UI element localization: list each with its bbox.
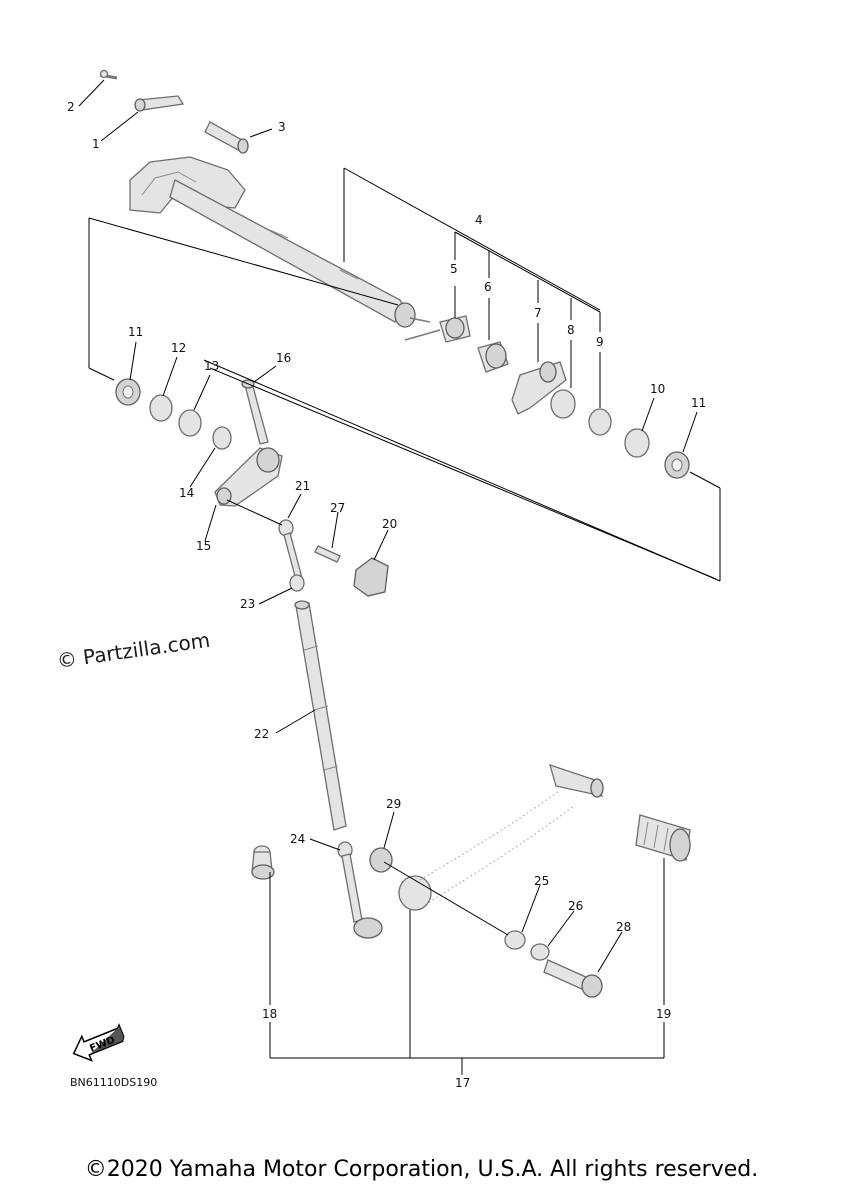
part-nut-29: [369, 847, 393, 873]
part-stud-18: [251, 845, 275, 880]
callout-11-right[interactable]: 11: [691, 396, 706, 410]
callout-6[interactable]: 6: [484, 280, 492, 294]
callout-11-left[interactable]: 11: [128, 325, 143, 339]
callout-27[interactable]: 27: [330, 501, 345, 515]
part-nut-23: [289, 574, 305, 592]
callout-29[interactable]: 29: [386, 797, 401, 811]
callout-22[interactable]: 22: [254, 727, 269, 741]
part-shift-pedal: [398, 763, 604, 911]
callout-8[interactable]: 8: [567, 323, 575, 337]
part-bushing: [477, 341, 509, 373]
callout-7[interactable]: 7: [534, 306, 542, 320]
part-pin: [99, 69, 118, 80]
callout-4[interactable]: 4: [475, 213, 483, 227]
part-joint-24: [337, 841, 383, 939]
part-washer-12: [149, 394, 173, 422]
callout-10[interactable]: 10: [650, 382, 665, 396]
part-ring-14: [212, 426, 232, 450]
part-pin-27: [314, 545, 341, 563]
callout-13[interactable]: 13: [204, 359, 219, 373]
watermark-text: © Partzilla.com: [55, 628, 211, 673]
callout-3[interactable]: 3: [278, 120, 286, 134]
part-bolt-28: [543, 959, 603, 998]
callout-15[interactable]: 15: [196, 539, 211, 553]
diagram-code: BN61110DS190: [70, 1076, 157, 1089]
part-washer-8: [550, 389, 576, 419]
part-rubber-19: [635, 814, 691, 862]
callout-9[interactable]: 9: [596, 335, 604, 349]
part-bolt-16: [241, 379, 269, 445]
part-clip: [134, 95, 185, 112]
callout-25[interactable]: 25: [534, 874, 549, 888]
callout-19[interactable]: 19: [656, 1007, 671, 1021]
fwd-arrow-icon: FWD: [72, 1023, 125, 1062]
callout-23[interactable]: 23: [240, 597, 255, 611]
part-shift-lever: [439, 315, 471, 343]
callout-12[interactable]: 12: [171, 341, 186, 355]
part-nut-right: [664, 451, 690, 479]
callout-24[interactable]: 24: [290, 832, 305, 846]
callout-26[interactable]: 26: [568, 899, 583, 913]
part-joint-21: [278, 519, 303, 581]
part-shift-rod: [294, 600, 347, 831]
part-nut-left: [115, 378, 141, 406]
parts-artwork: [99, 69, 691, 998]
callout-28[interactable]: 28: [616, 920, 631, 934]
part-arm: [511, 361, 567, 415]
callout-20[interactable]: 20: [382, 517, 397, 531]
copyright-notice: ©2020 Yamaha Motor Corporation, U.S.A. A…: [84, 1157, 759, 1182]
callout-21[interactable]: 21: [295, 479, 310, 493]
part-cover-20: [353, 557, 389, 597]
part-ring-9: [588, 408, 612, 436]
callout-17[interactable]: 17: [455, 1076, 470, 1090]
callout-14[interactable]: 14: [179, 486, 194, 500]
part-ring-26: [530, 943, 550, 961]
leader-lines: [78, 79, 721, 1075]
callout-16[interactable]: 16: [276, 351, 291, 365]
part-shift-arm: [214, 447, 283, 507]
callout-labels: 1 2 3 4 5 6 7 8 9 10 11 11 12 13 14 15 1…: [67, 100, 706, 1090]
part-washer-25: [504, 930, 526, 950]
callout-1[interactable]: 1: [92, 137, 100, 151]
part-washer-10: [624, 428, 650, 458]
part-shift-shaft: [129, 156, 441, 341]
callout-2[interactable]: 2: [67, 100, 75, 114]
callout-18[interactable]: 18: [262, 1007, 277, 1021]
callout-5[interactable]: 5: [450, 262, 458, 276]
part-bolt: [204, 121, 249, 154]
part-washer-13: [178, 409, 202, 437]
